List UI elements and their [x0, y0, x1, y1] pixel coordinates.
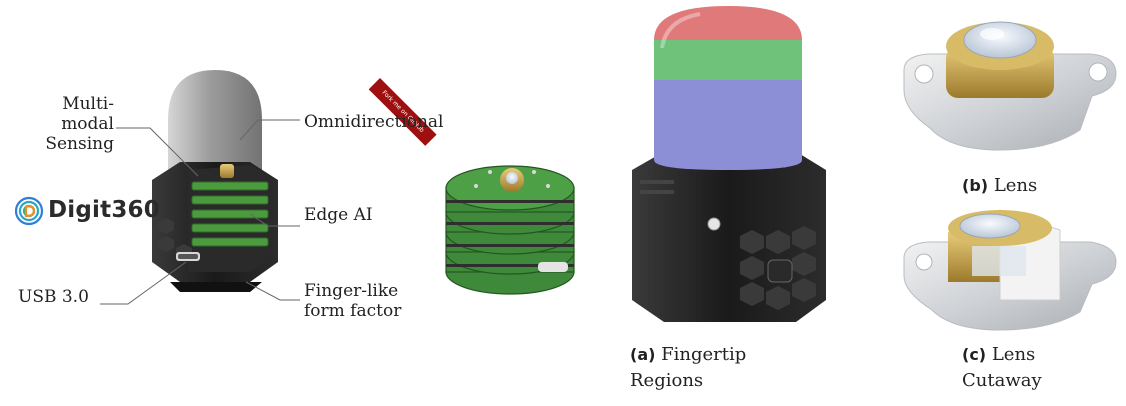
- caption-c-line1: Lens: [991, 344, 1036, 365]
- callout-finger-line2: form factor: [304, 301, 402, 321]
- callout-multimodal-sensing: Multi-modal Sensing: [18, 94, 114, 154]
- caption-c: (c) Lens Cutaway: [962, 342, 1072, 394]
- digit360-logo-icon: [14, 196, 44, 226]
- caption-a: (a) Fingertip Regions: [630, 342, 746, 394]
- caption-c-tag: (c): [962, 345, 987, 364]
- callout-multimodal-line2: Sensing: [45, 134, 114, 154]
- caption-b: (b) Lens: [962, 173, 1037, 199]
- lens-render: [903, 21, 1117, 151]
- caption-b-text: Lens: [993, 175, 1038, 196]
- lens-cutaway-render: [903, 209, 1117, 331]
- caption-c-line2: Cutaway: [962, 370, 1042, 391]
- callout-finger-line1: Finger-like: [304, 281, 399, 301]
- pcb-stack-render: [445, 165, 575, 295]
- callout-multimodal-line1: Multi-modal: [61, 94, 114, 134]
- callout-usb: USB 3.0: [18, 287, 89, 307]
- caption-a-line2: Regions: [630, 370, 704, 391]
- callout-edge-ai: Edge AI: [304, 205, 373, 225]
- caption-a-line1: Fingertip: [661, 344, 747, 365]
- caption-b-tag: (b): [962, 176, 989, 195]
- fingertip-regions-render: [632, 6, 826, 322]
- digit360-wordmark: Digit360: [48, 197, 160, 223]
- callout-finger-like-form-factor: Finger-like form factor: [304, 281, 401, 321]
- callout-omnidirectional: Omnidirectional: [304, 112, 444, 132]
- digit360-cutaway-render: [152, 70, 278, 292]
- callout-leader-lines: [100, 119, 300, 305]
- caption-a-tag: (a): [630, 345, 656, 364]
